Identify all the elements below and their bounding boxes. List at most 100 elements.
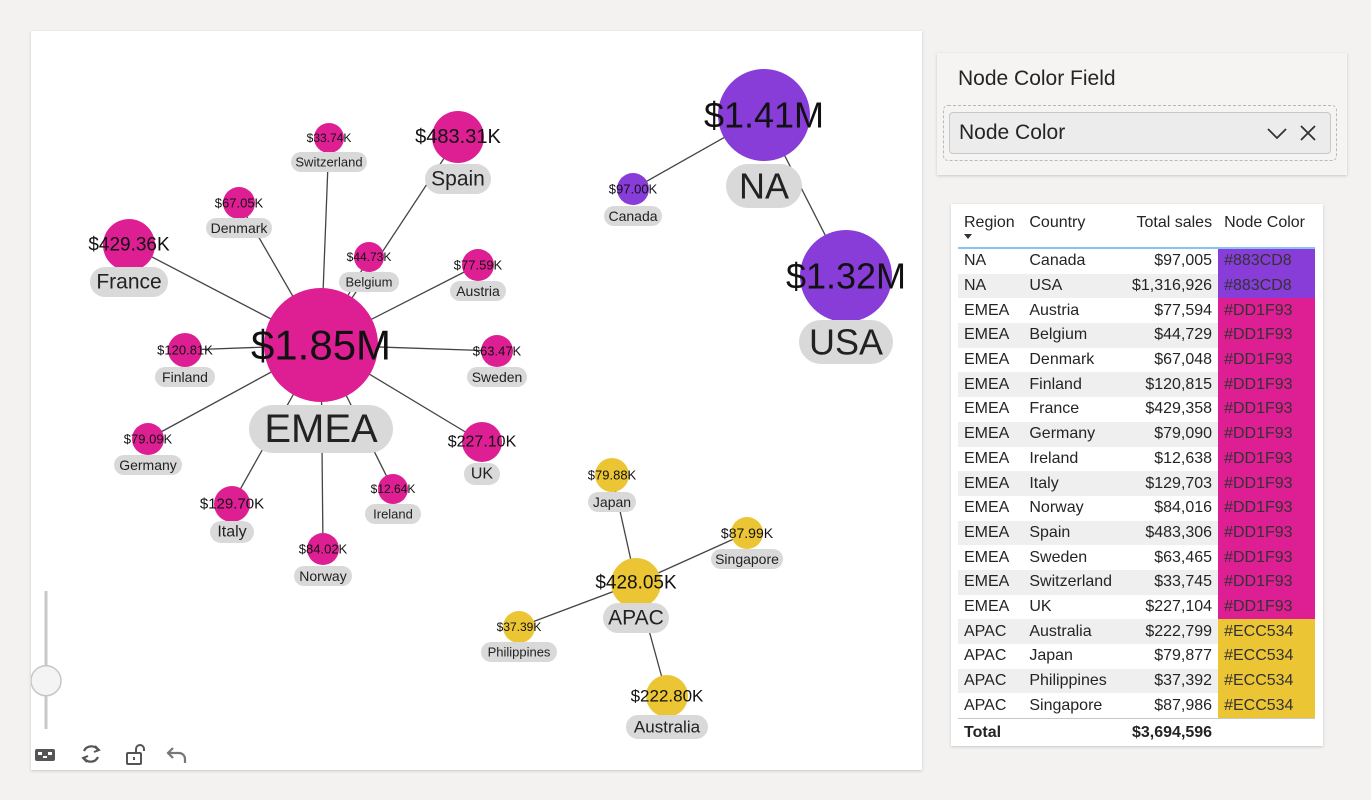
- close-icon[interactable]: [1298, 123, 1318, 143]
- network-graph[interactable]: Switzerland$33.74K Spain$483.31K Denmark$6…: [31, 31, 922, 770]
- node-circle-finland[interactable]: [168, 333, 202, 367]
- node-circle-germany[interactable]: [132, 423, 164, 455]
- total-label: Total: [958, 718, 1024, 747]
- node-value-france: $429.36K: [88, 235, 170, 256]
- node-circle-singapore[interactable]: [731, 517, 763, 549]
- column-header-region[interactable]: Region: [958, 211, 1024, 249]
- network-toolbar: [31, 741, 231, 771]
- slicer-selected-value[interactable]: Node Color: [949, 112, 1331, 154]
- node-value-na: $1.41M: [704, 95, 824, 136]
- column-header-total-sales[interactable]: Total sales: [1122, 211, 1219, 249]
- node-usa[interactable]: USA$1.32M: [786, 230, 906, 364]
- node-ireland[interactable]: Ireland$12.64K: [365, 474, 421, 524]
- chevron-down-icon[interactable]: [1266, 123, 1288, 143]
- node-value-spain: $483.31K: [415, 126, 501, 148]
- node-japan[interactable]: Japan$79.88K: [588, 458, 637, 512]
- node-italy[interactable]: Italy$129.70K: [200, 486, 264, 543]
- node-denmark[interactable]: Denmark$67.05K: [206, 187, 272, 238]
- cell-country: Norway: [1029, 499, 1084, 517]
- node-na[interactable]: NA$1.41M: [704, 69, 824, 208]
- node-spain[interactable]: Spain$483.31K: [415, 111, 501, 194]
- cell-region: EMEA: [964, 351, 1010, 369]
- node-norway[interactable]: Norway$84.02K: [294, 533, 352, 586]
- node-uk[interactable]: UK$227.10K: [448, 422, 517, 485]
- node-circle-france[interactable]: [103, 219, 155, 271]
- node-circle-canada[interactable]: [617, 173, 649, 205]
- node-circle-austria[interactable]: [462, 249, 494, 281]
- node-circle-apac[interactable]: [611, 558, 661, 608]
- node-circle-italy[interactable]: [214, 486, 250, 522]
- refresh-icon[interactable]: [78, 741, 104, 767]
- node-switzerland[interactable]: Switzerland$33.74K: [291, 123, 367, 172]
- node-color-field-slicer: Node Color Field Node Color: [937, 53, 1347, 175]
- column-header-label: Region: [964, 214, 1015, 231]
- node-france[interactable]: France$429.36K: [88, 219, 170, 297]
- node-circle-ireland[interactable]: [378, 474, 408, 504]
- zoom-slider-thumb[interactable]: [31, 664, 62, 697]
- zoom-slider[interactable]: [31, 31, 91, 751]
- node-circle-emea[interactable]: [264, 288, 378, 402]
- node-label-pill-na: [726, 164, 802, 208]
- node-circle-japan[interactable]: [595, 458, 629, 492]
- network-visual[interactable]: Switzerland$33.74K Spain$483.31K Denmark$6…: [31, 31, 922, 770]
- node-circle-australia[interactable]: [646, 675, 688, 717]
- node-sweden[interactable]: Sweden$63.47K: [467, 335, 527, 387]
- slicer-drop-well[interactable]: Node Color: [943, 105, 1337, 161]
- column-header-node-color[interactable]: Node Color: [1218, 211, 1315, 249]
- unlock-icon[interactable]: [122, 741, 148, 767]
- cell-region: APAC: [958, 668, 1024, 694]
- node-circle-norway[interactable]: [307, 533, 339, 565]
- cell-country: Singapore: [1029, 696, 1103, 714]
- node-singapore[interactable]: Singapore$87.99K: [711, 517, 783, 569]
- node-circle-spain[interactable]: [432, 111, 484, 163]
- undo-icon[interactable]: [164, 741, 190, 767]
- node-circle-sweden[interactable]: [481, 335, 513, 367]
- screenshot-icon[interactable]: [32, 741, 58, 767]
- column-header-country[interactable]: Country: [1023, 211, 1123, 249]
- node-australia[interactable]: Australia$222.80K: [626, 675, 708, 739]
- node-canada[interactable]: Canada$97.00K: [604, 173, 662, 226]
- cell-country: Sweden: [1029, 548, 1088, 566]
- node-germany[interactable]: Germany$79.09K: [114, 423, 182, 475]
- node-apac[interactable]: APAC$428.05K: [595, 558, 677, 633]
- node-value-austria: $77.59K: [454, 258, 503, 273]
- node-label-pill-france: [90, 267, 168, 297]
- node-circle-philippines[interactable]: [503, 611, 535, 643]
- node-circle-belgium[interactable]: [354, 242, 384, 272]
- node-label-pill-norway: [294, 566, 352, 586]
- cell-country: Austria: [1029, 301, 1080, 319]
- node-circle-uk[interactable]: [462, 422, 502, 462]
- node-belgium[interactable]: Belgium$44.73K: [339, 242, 399, 292]
- node-circle-denmark[interactable]: [223, 187, 255, 219]
- node-finland[interactable]: Finland$120.81K: [155, 333, 215, 387]
- node-circle-na[interactable]: [718, 69, 810, 161]
- node-austria[interactable]: Austria$77.59K: [450, 249, 506, 301]
- node-emea[interactable]: EMEA$1.85M: [249, 288, 393, 453]
- node-circle-switzerland[interactable]: [314, 123, 344, 153]
- cell-region: APAC: [964, 696, 1007, 714]
- node-philippines[interactable]: Philippines$37.39K: [481, 611, 557, 662]
- total-spacer: [1218, 718, 1315, 747]
- node-circle-usa[interactable]: [800, 230, 892, 322]
- cell-total-sales: $79,877: [1154, 647, 1213, 665]
